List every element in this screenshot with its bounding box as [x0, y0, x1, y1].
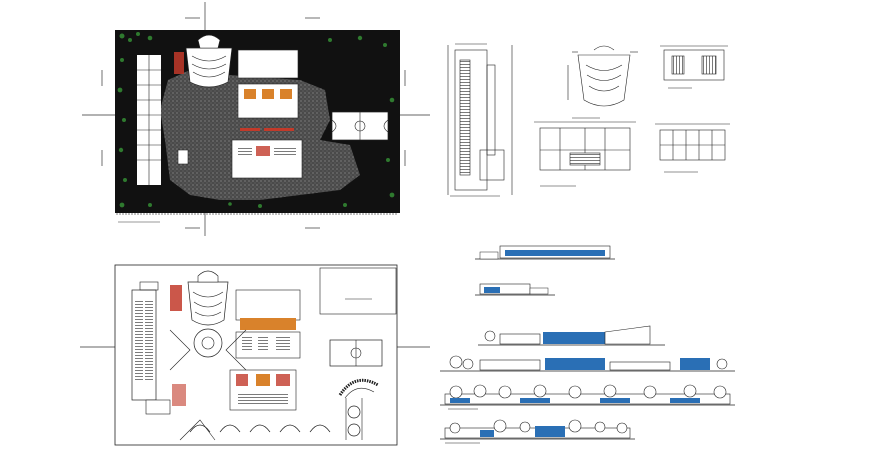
elevation-4	[440, 355, 735, 372]
ground-floor-plan	[80, 264, 430, 446]
elevation-1	[475, 245, 615, 260]
elevation-5	[440, 384, 735, 410]
plan-right-2	[567, 45, 638, 119]
plan-right-4	[534, 121, 636, 187]
elevations	[440, 245, 735, 444]
admin-block	[237, 49, 299, 79]
plan-drawings-top-right	[447, 43, 730, 197]
elevation-6	[440, 419, 635, 444]
elevation-2	[475, 283, 555, 296]
auditorium	[185, 47, 233, 88]
plan-right-3	[660, 45, 728, 89]
plan-right-1	[447, 43, 513, 197]
site-plan	[82, 2, 430, 236]
elevation-3	[478, 325, 665, 346]
plaza-paving	[160, 70, 360, 200]
plan-right-5	[655, 123, 730, 173]
site-trees	[117, 32, 395, 208]
